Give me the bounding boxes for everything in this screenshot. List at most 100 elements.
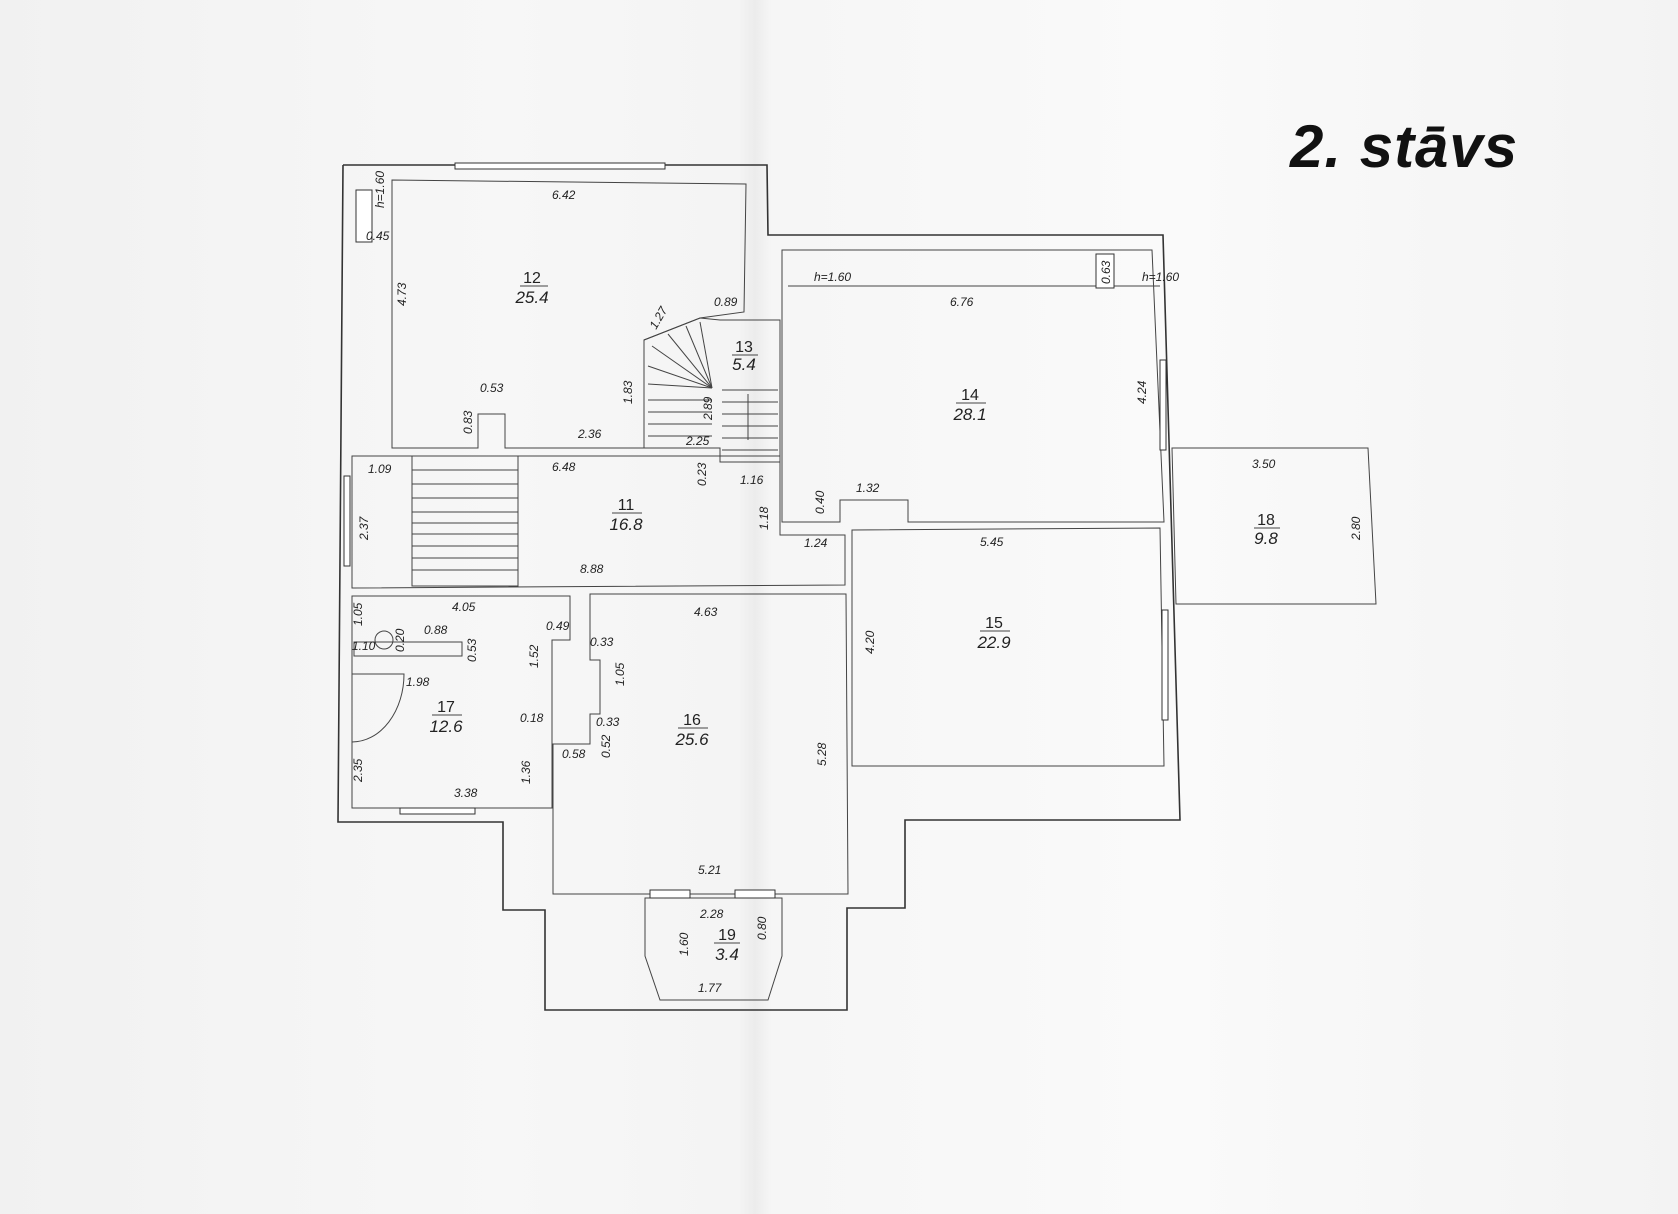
- room-17-area: 12.6: [429, 717, 463, 736]
- dim-label: 1.52: [527, 644, 541, 668]
- dim-label: 0.20: [393, 628, 407, 652]
- dim-label: 0.83: [461, 410, 475, 434]
- room-12-outline: [391, 179, 747, 449]
- dim-label: 2.35: [351, 758, 365, 783]
- room-11-number: 11: [618, 497, 635, 514]
- dim-label: 1.05: [351, 602, 365, 626]
- dim-label: 1.16: [740, 473, 764, 487]
- stair-11-lines: [411, 455, 519, 587]
- room-18-area: 9.8: [1254, 529, 1278, 548]
- room-13-number: 13: [735, 339, 753, 356]
- dim-label: 1.60: [677, 932, 691, 956]
- room-15-number: 15: [985, 615, 1003, 632]
- dim-label: 2.80: [1349, 516, 1363, 541]
- dim-label: 1.09: [368, 462, 392, 476]
- dim-label: 0.49: [546, 619, 570, 633]
- stair-winder-lines: [647, 321, 778, 451]
- window: [399, 807, 476, 815]
- dim-label: 3.38: [454, 786, 478, 800]
- dim-label: 2.28: [699, 907, 724, 921]
- dim-label: 0.40: [813, 490, 827, 514]
- dim-label: 0.33: [596, 715, 620, 729]
- room-18-number: 18: [1257, 512, 1275, 529]
- room-19-outline: [644, 897, 783, 1001]
- dim-label: 0.45: [366, 229, 390, 243]
- niche: [1095, 253, 1115, 289]
- window: [734, 889, 776, 899]
- dim-label: 1.83: [621, 380, 635, 404]
- room-17-outline: [351, 595, 571, 809]
- dim-label: h=1.60: [1142, 270, 1179, 284]
- dim-label: 0.52: [599, 734, 613, 758]
- floor-title: 2. stāvs: [1290, 113, 1519, 180]
- dim-label: 6.42: [552, 188, 576, 202]
- room-17-number: 17: [437, 699, 455, 716]
- dim-label: 1.36: [519, 760, 533, 784]
- dim-label: 1.27: [646, 303, 670, 331]
- window: [454, 162, 666, 170]
- dim-label: h=1.60: [814, 270, 851, 284]
- dim-label: 1.77: [698, 981, 723, 995]
- window: [1161, 609, 1169, 721]
- dim-label: 0.89: [714, 295, 738, 309]
- dim-label: 0.80: [755, 916, 769, 940]
- room-15-outline: [851, 527, 1165, 767]
- shower-tray: [351, 673, 405, 743]
- room-16-area: 25.6: [674, 730, 709, 749]
- room-11-outline: [351, 455, 846, 589]
- room-18-outline: [1171, 447, 1377, 605]
- room-11-area: 16.8: [609, 515, 643, 534]
- room-14-area: 28.1: [952, 405, 986, 424]
- dim-label: 0.18: [520, 711, 544, 725]
- dim-label: h=1.60: [373, 171, 387, 208]
- room-12-number: 12: [523, 270, 541, 287]
- dim-label: 6.48: [552, 460, 576, 474]
- dimension-labels: h=1.60 0.45 6.42 4.73 0.53 0.83 0.89 1.2…: [351, 171, 1363, 995]
- dim-label: 1.98: [406, 675, 430, 689]
- room-14-outline: [781, 249, 1165, 523]
- dim-label: 8.88: [580, 562, 604, 576]
- room-labels: 12 25.4 13 5.4 14 28.1 11 16.8 18 9.8 15…: [429, 270, 1280, 964]
- dim-label: 0.33: [590, 635, 614, 649]
- dim-label: 0.23: [695, 462, 709, 486]
- room-19-number: 19: [718, 927, 736, 944]
- dim-label: 3.50: [1252, 457, 1276, 471]
- dim-label: 4.63: [694, 605, 718, 619]
- dim-label: 5.28: [815, 742, 829, 766]
- dim-label: 1.24: [804, 536, 828, 550]
- dim-label: 2.37: [357, 515, 371, 541]
- dim-label: 4.73: [395, 282, 409, 306]
- dim-label: 1.10: [352, 639, 376, 653]
- dim-label: 2.36: [577, 427, 602, 441]
- dim-label: 5.21: [698, 863, 721, 877]
- room-12-area: 25.4: [514, 288, 548, 307]
- dim-label: 0.88: [424, 623, 448, 637]
- dim-label: 2.89: [701, 396, 715, 421]
- dim-label: 0.63: [1099, 260, 1113, 284]
- dim-label: 5.45: [980, 535, 1004, 549]
- dim-label: 0.58: [562, 747, 586, 761]
- window: [343, 475, 351, 567]
- dim-label: 1.05: [613, 662, 627, 686]
- room-14-number: 14: [961, 387, 979, 404]
- dim-label: 2.25: [685, 434, 710, 448]
- window: [649, 889, 691, 899]
- dim-label: 1.18: [757, 506, 771, 530]
- room-15-area: 22.9: [976, 633, 1011, 652]
- dim-label: 6.76: [950, 295, 974, 309]
- vanity: [353, 641, 463, 657]
- room-16-number: 16: [683, 712, 701, 729]
- niche: [355, 189, 373, 243]
- dim-label: 4.05: [452, 600, 476, 614]
- toilet: [374, 630, 394, 650]
- dim-label: 1.32: [856, 481, 880, 495]
- dim-label: 0.53: [465, 638, 479, 662]
- window: [1159, 359, 1167, 451]
- dim-label: 0.53: [480, 381, 504, 395]
- room-19-area: 3.4: [715, 945, 739, 964]
- dim-label: 4.24: [1135, 380, 1149, 404]
- room-13-area: 5.4: [732, 355, 756, 374]
- dim-label: 4.20: [863, 630, 877, 654]
- room-16-outline: [552, 593, 849, 895]
